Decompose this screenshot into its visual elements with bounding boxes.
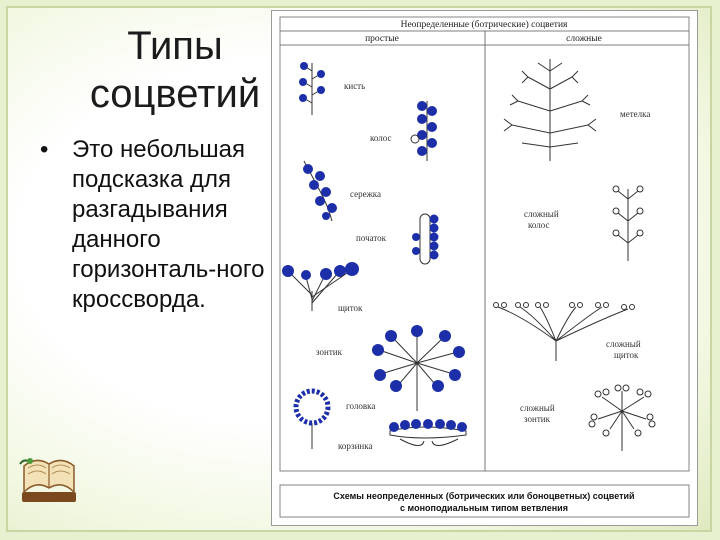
shchitok-diagram: [282, 262, 359, 311]
slozhny-kolos-diagram: [612, 185, 644, 261]
label-slozhny-kolos-1: сложный: [524, 209, 559, 219]
kolos-diagram: [410, 101, 437, 161]
diagram-svg: Неопределенные (ботрические) соцветия пр…: [279, 16, 690, 518]
pochatok-diagram: [412, 213, 439, 265]
serezhka-diagram: [303, 160, 337, 222]
title-line-1: Типы: [127, 24, 223, 68]
label-slozhny-zontik-1: сложный: [520, 403, 555, 413]
label-slozhny-zontik-2: зонтик: [524, 414, 551, 424]
label-kist: кисть: [344, 81, 365, 91]
golovka-diagram: [293, 388, 331, 449]
label-slozhny-shchitok-2: щиток: [614, 350, 639, 360]
label-korzinka: корзинка: [338, 441, 372, 451]
label-pochatok: початок: [356, 233, 387, 243]
bullet-item: • Это небольшая подсказка для разгадыван…: [40, 135, 270, 315]
label-kolos: колос: [370, 133, 392, 143]
column-simple: простые: [365, 34, 399, 44]
slozhny-zontik-diagram: [588, 384, 656, 451]
label-shchitok: щиток: [338, 303, 363, 313]
caption-line-1: Схемы неопределенных (ботрических или бо…: [333, 491, 634, 501]
label-metelka: метелка: [620, 109, 650, 119]
bullet-text: Это небольшая подсказка для разгадывания…: [72, 136, 265, 313]
kist-diagram: [299, 62, 325, 115]
caption-line-2: с моноподиальным типом ветвления: [400, 503, 568, 513]
zontik-diagram: [372, 325, 465, 411]
column-complex: сложные: [566, 34, 602, 44]
label-serezhka: сережка: [350, 189, 381, 199]
bullet-marker: •: [40, 136, 49, 163]
diagram-heading: Неопределенные (ботрические) соцветия: [401, 19, 568, 30]
label-golovka: головка: [346, 401, 375, 411]
title-line-2: соцветий: [89, 72, 261, 116]
korzinka-diagram: [389, 419, 467, 446]
book-icon: [19, 458, 76, 502]
slide-title: Типы соцветий: [70, 22, 280, 118]
label-slozhny-kolos-2: колос: [528, 220, 550, 230]
label-slozhny-shchitok-1: сложный: [606, 339, 641, 349]
slozhny-shchitok-diagram: [493, 302, 635, 361]
label-zontik: зонтик: [316, 347, 343, 357]
metelka-diagram: [503, 59, 597, 161]
inflorescence-diagram: Неопределенные (ботрические) соцветия пр…: [271, 10, 698, 526]
